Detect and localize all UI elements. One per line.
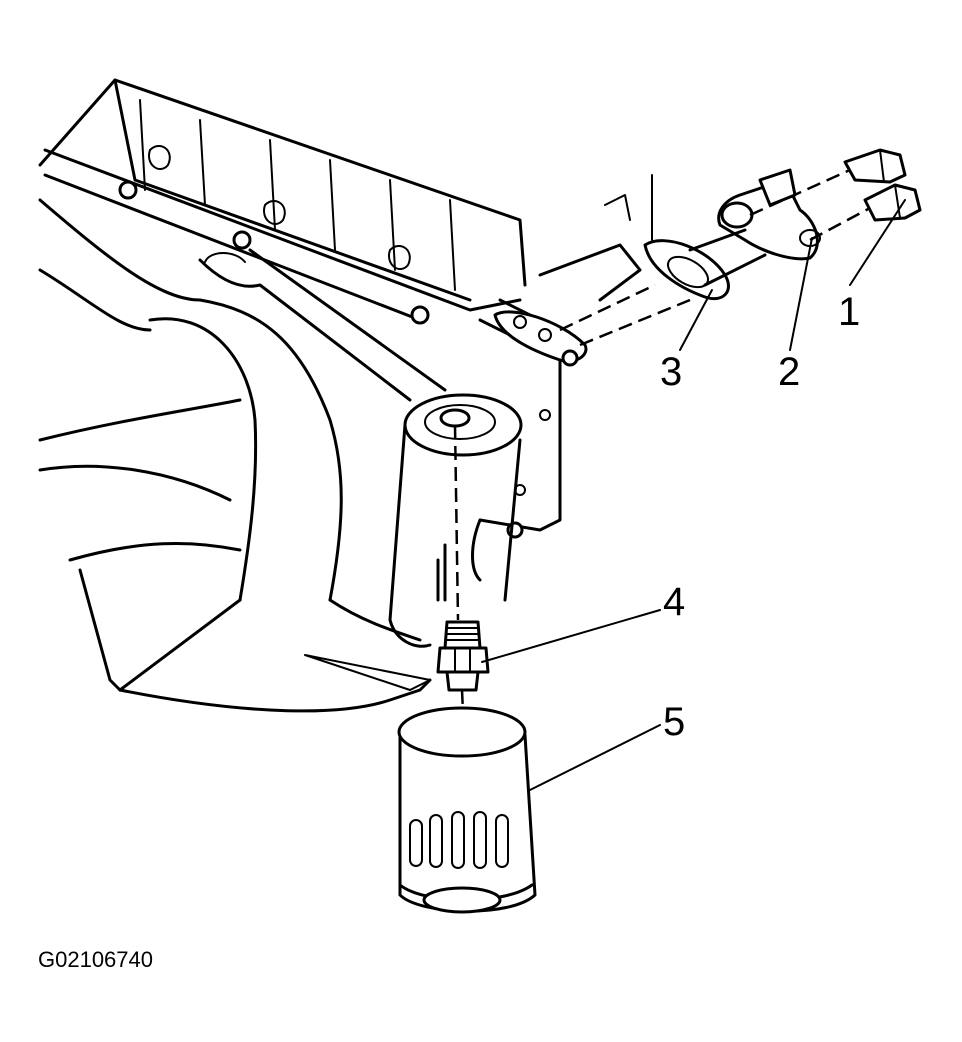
callout-5: 5 — [663, 700, 685, 744]
oil-filter — [397, 706, 537, 914]
callout-3: 3 — [660, 350, 682, 394]
callout-1: 1 — [838, 290, 860, 334]
filter-mount-housing — [388, 393, 523, 648]
adapter-bolts — [843, 148, 922, 222]
figure-code: G02106740 — [38, 947, 153, 972]
adapter-gasket — [643, 239, 730, 300]
assembly-lines — [453, 168, 871, 713]
oil-filter-adapter — [688, 168, 821, 287]
adapter-port — [493, 174, 653, 367]
leader-lines — [481, 199, 906, 791]
oil-filter-fitting — [436, 620, 490, 692]
callout-2: 2 — [778, 350, 800, 394]
callout-4: 4 — [663, 580, 685, 624]
